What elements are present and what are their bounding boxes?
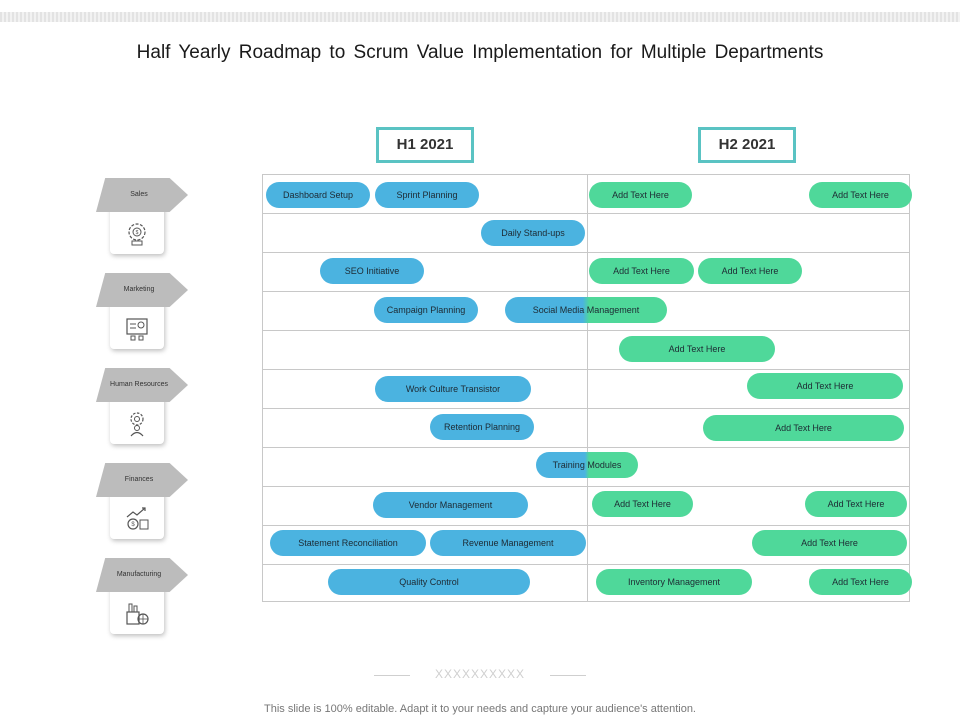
task-placeholder: Add Text Here <box>589 258 694 284</box>
period-h2-label: H2 2021 <box>698 127 796 163</box>
presentation-board-icon <box>126 318 148 341</box>
task-placeholder: Add Text Here <box>805 491 907 517</box>
department-banner <box>96 368 188 402</box>
period-h1-label: H1 2021 <box>376 127 474 163</box>
task-placeholder: Add Text Here <box>589 182 692 208</box>
grid-row-divider <box>263 252 909 253</box>
task-placeholder: Add Text Here <box>703 415 904 441</box>
task-seo-initiative: SEO Initiative <box>320 258 424 284</box>
person-gear-icon <box>130 412 144 437</box>
svg-text:$: $ <box>131 522 135 528</box>
grid-row-divider <box>263 447 909 448</box>
department-banner <box>96 558 188 592</box>
task-placeholder: Add Text Here <box>809 569 912 595</box>
grid-row-divider <box>263 564 909 565</box>
grid-row-divider <box>263 330 909 331</box>
task-campaign-planning: Campaign Planning <box>374 297 478 323</box>
task-inventory-management: Inventory Management <box>596 569 752 595</box>
department-label: Human Resources <box>110 381 168 388</box>
department-finances: Finances $ <box>96 463 192 553</box>
task-training-modules: Training Modules <box>536 452 638 478</box>
department-banner <box>96 178 188 212</box>
department-banner <box>96 463 188 497</box>
money-gear-icon: $ <box>128 223 146 246</box>
department-label: Manufacturing <box>116 571 162 578</box>
footer-note: This slide is 100% editable. Adapt it to… <box>264 703 696 715</box>
task-placeholder: Add Text Here <box>809 182 912 208</box>
money-growth-icon: $ <box>126 507 149 530</box>
grid-row-divider <box>263 369 909 370</box>
grid-row-divider <box>263 408 909 409</box>
task-dashboard-setup: Dashboard Setup <box>266 182 370 208</box>
task-placeholder: Add Text Here <box>747 373 903 399</box>
task-revenue-management: Revenue Management <box>430 530 586 556</box>
grid-row-divider <box>263 486 909 487</box>
footer-divider <box>374 675 410 676</box>
task-placeholder: Add Text Here <box>698 258 802 284</box>
roadmap-grid <box>262 174 910 602</box>
task-placeholder: Add Text Here <box>619 336 775 362</box>
task-retention-planning: Retention Planning <box>430 414 534 440</box>
grid-row-divider <box>263 291 909 292</box>
task-sprint-planning: Sprint Planning <box>375 182 479 208</box>
task-daily-standups: Daily Stand-ups <box>481 220 585 246</box>
task-placeholder: Add Text Here <box>592 491 693 517</box>
department-label: Marketing <box>123 286 155 293</box>
department-marketing: Marketing <box>96 273 192 363</box>
task-social-media-management: Social Media Management <box>505 297 667 323</box>
svg-text:$: $ <box>136 230 139 236</box>
factory-globe-icon <box>126 603 149 625</box>
department-sales: Sales $ <box>96 178 192 268</box>
footer-divider <box>550 675 586 676</box>
department-banner <box>96 273 188 307</box>
task-work-culture-transistor: Work Culture Transistor <box>375 376 531 402</box>
task-statement-reconciliation: Statement Reconciliation <box>270 530 426 556</box>
department-label: Sales <box>130 191 148 198</box>
department-manufacturing: Manufacturing <box>96 558 192 648</box>
task-placeholder: Add Text Here <box>752 530 907 556</box>
grid-row-divider <box>263 213 909 214</box>
task-quality-control: Quality Control <box>328 569 530 595</box>
task-vendor-management: Vendor Management <box>373 492 528 518</box>
department-human-resources: Human Resources <box>96 368 192 458</box>
grid-row-divider <box>263 525 909 526</box>
slide-title: Half Yearly Roadmap to Scrum Value Imple… <box>136 42 824 63</box>
top-decorative-band <box>0 12 960 22</box>
footer-placeholder-mark: XXXXXXXXXX <box>434 667 526 681</box>
department-label: Finances <box>124 476 154 483</box>
half-year-divider <box>587 175 588 601</box>
